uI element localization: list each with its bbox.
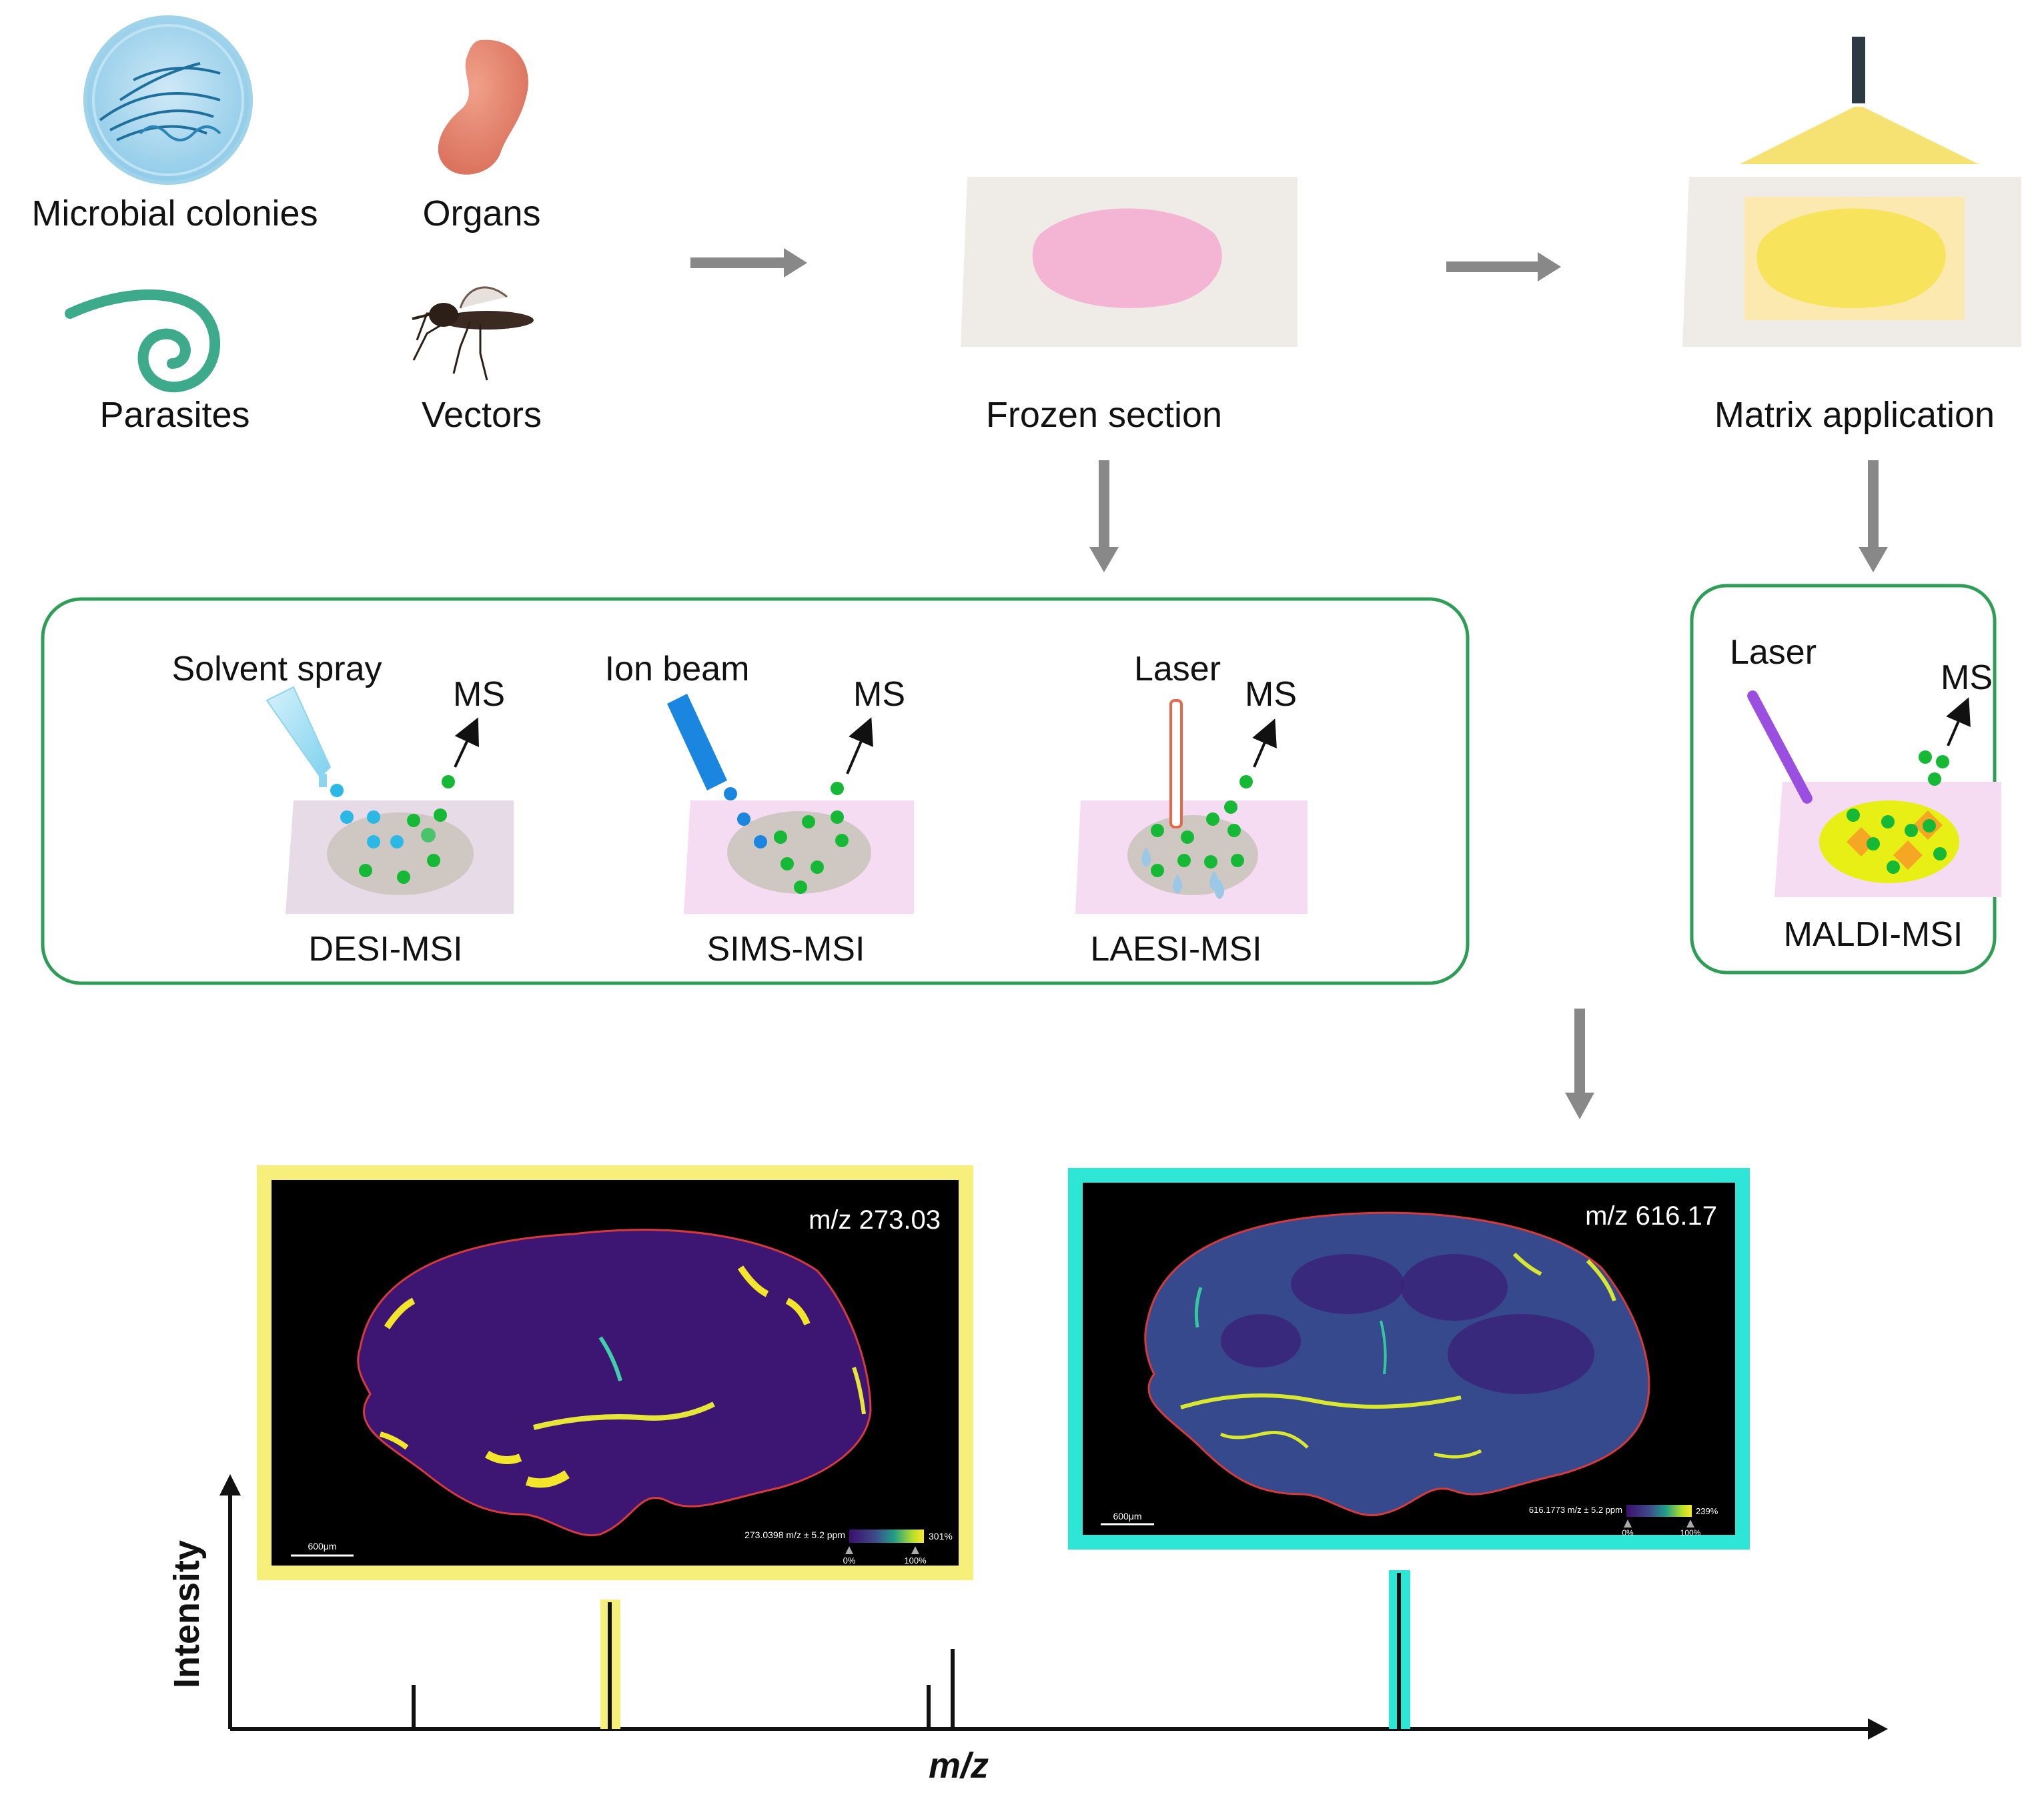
parasite-icon bbox=[65, 289, 221, 393]
right-colorbar-label: 616.1773 m/z ± 5.2 ppm bbox=[1529, 1505, 1622, 1515]
laesi-name-label: LAESI-MSI bbox=[1090, 930, 1261, 969]
arrow-down-frozen bbox=[1089, 460, 1119, 572]
label-microbial-colonies: Microbial colonies bbox=[31, 193, 318, 233]
laesi-illustration bbox=[1075, 699, 1308, 914]
left-image-mz-label: m/z 273.03 bbox=[809, 1205, 941, 1235]
left-scale-label: 600μm bbox=[308, 1541, 336, 1552]
maldi-probe-label: Laser bbox=[1730, 633, 1817, 672]
ion-image-right bbox=[1068, 1168, 1750, 1550]
label-parasites: Parasites bbox=[99, 395, 249, 435]
label-organs: Organs bbox=[422, 193, 540, 233]
right-colorbar bbox=[1626, 1505, 1692, 1517]
left-colorbar-100: 100% bbox=[904, 1556, 927, 1566]
left-colorbar-0: 0% bbox=[843, 1556, 856, 1566]
right-scale-label: 600μm bbox=[1113, 1511, 1141, 1522]
sims-ms-label: MS bbox=[853, 675, 905, 714]
arrow-down-to-images bbox=[1565, 1009, 1594, 1119]
sims-name-label: SIMS-MSI bbox=[707, 930, 865, 969]
sims-probe-label: Ion beam bbox=[605, 650, 750, 688]
laesi-probe-label: Laser bbox=[1134, 650, 1221, 688]
desi-ms-label: MS bbox=[453, 675, 505, 714]
maldi-ms-label: MS bbox=[1941, 658, 1993, 697]
desi-illustration bbox=[266, 686, 514, 914]
microbial-colonies-icon bbox=[83, 15, 253, 185]
sims-illustration bbox=[667, 694, 914, 914]
spectrum-y-label: Intensity bbox=[167, 1540, 207, 1688]
maldi-name-label: MALDI-MSI bbox=[1784, 915, 1963, 954]
ion-image-left bbox=[257, 1165, 973, 1580]
left-colorbar-max: 301% bbox=[929, 1531, 953, 1542]
arrow-right-2 bbox=[1446, 252, 1561, 281]
frozen-section-slide bbox=[961, 177, 1298, 347]
label-frozen-section: Frozen section bbox=[986, 395, 1222, 435]
matrix-application-slide bbox=[1682, 37, 2021, 347]
spectrum-x-label: m/z bbox=[929, 1746, 989, 1786]
arrow-down-matrix bbox=[1859, 460, 1888, 572]
maldi-technique-box bbox=[1690, 584, 1997, 975]
label-matrix-application: Matrix application bbox=[1714, 395, 1995, 435]
label-vectors: Vectors bbox=[422, 395, 542, 435]
desi-probe-label: Solvent spray bbox=[171, 650, 382, 688]
ambient-techniques-box bbox=[41, 597, 1470, 985]
right-image-mz-label: m/z 616.17 bbox=[1585, 1201, 1717, 1231]
right-colorbar-max: 239% bbox=[1696, 1506, 1718, 1516]
arrow-right-1 bbox=[690, 248, 807, 277]
organ-icon bbox=[438, 39, 528, 175]
right-colorbar-100: 100% bbox=[1680, 1528, 1701, 1538]
desi-name-label: DESI-MSI bbox=[308, 930, 462, 969]
left-colorbar bbox=[849, 1530, 924, 1543]
mosquito-icon bbox=[412, 286, 534, 381]
laesi-ms-label: MS bbox=[1245, 675, 1297, 714]
maldi-illustration bbox=[1747, 690, 2001, 897]
mass-spectrum bbox=[219, 1474, 1888, 1740]
right-colorbar-0: 0% bbox=[1622, 1528, 1634, 1538]
left-colorbar-label: 273.0398 m/z ± 5.2 ppm bbox=[744, 1530, 845, 1540]
